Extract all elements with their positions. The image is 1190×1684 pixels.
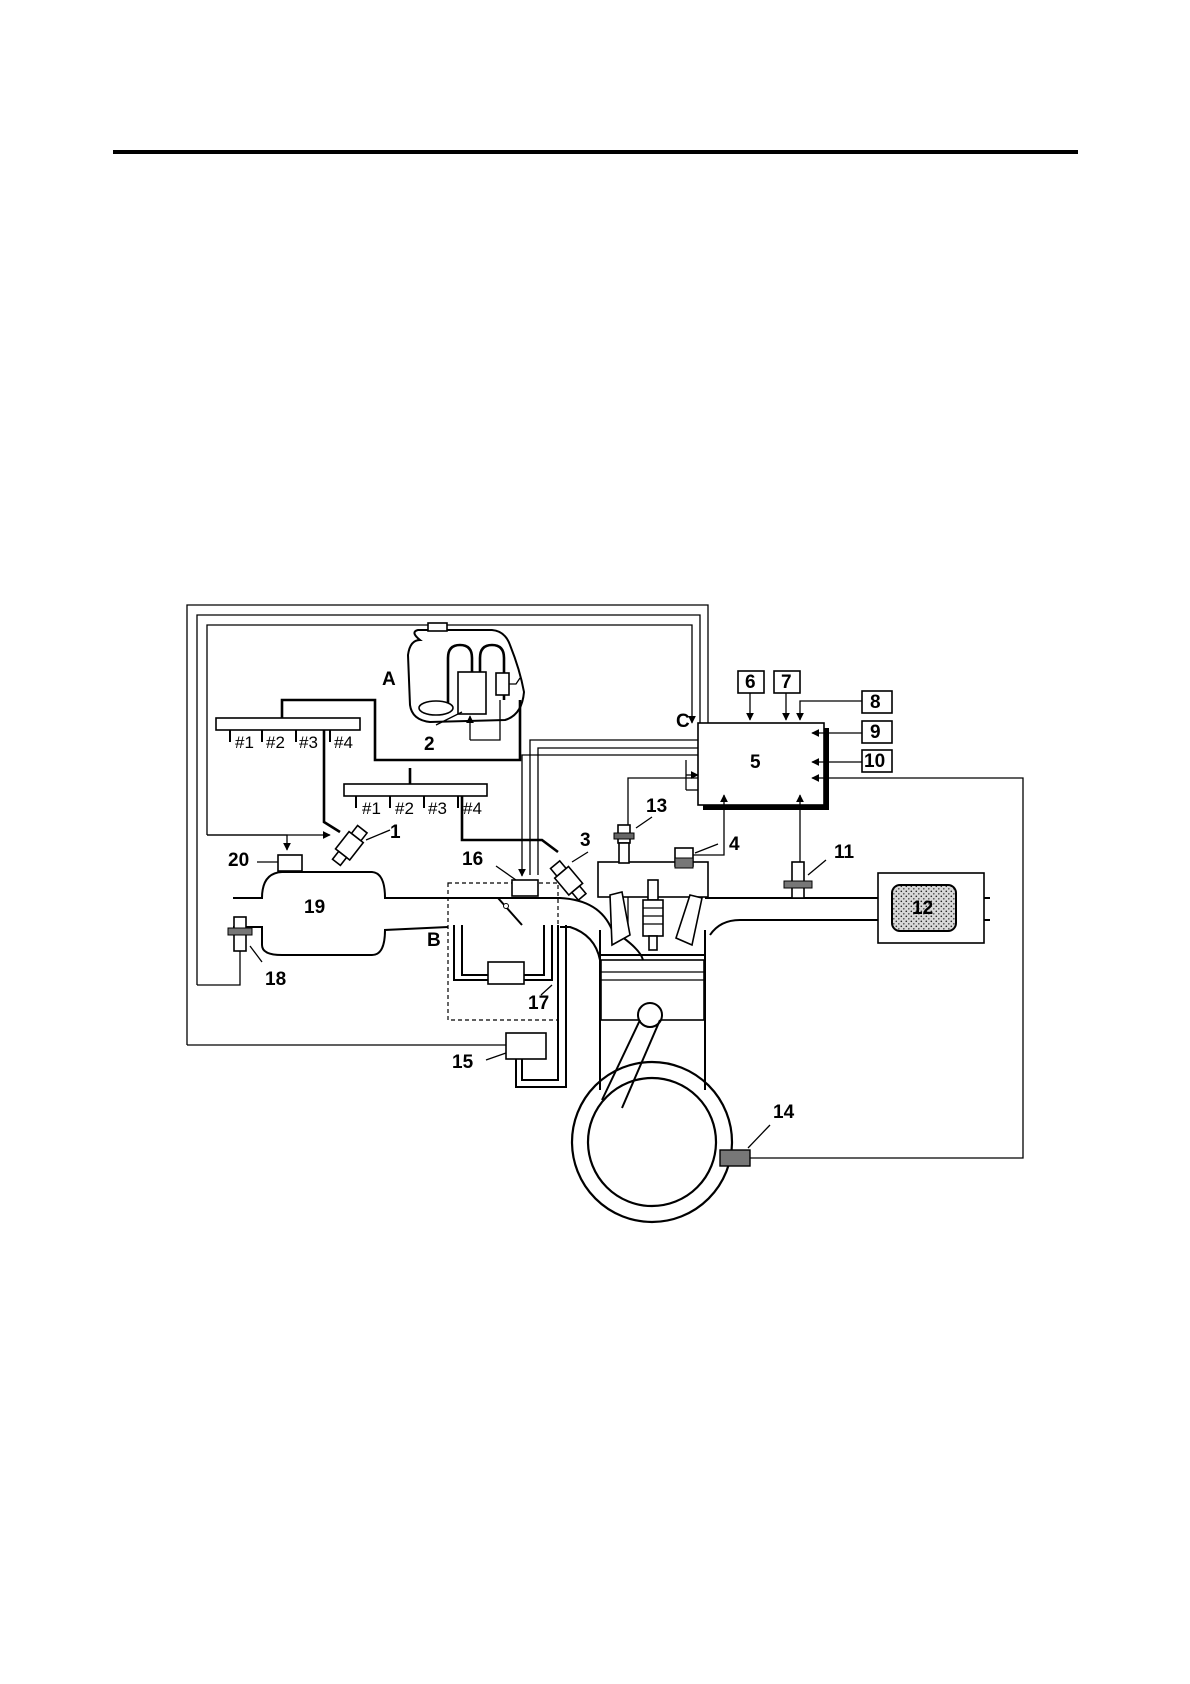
fuel-filter <box>419 701 453 715</box>
callout-13: 13 <box>646 796 667 817</box>
callout-11: 11 <box>834 842 855 863</box>
sensor-13 <box>614 817 652 863</box>
callout-9: 9 <box>870 722 881 743</box>
upper-rail-cyl-3: #3 <box>299 733 318 752</box>
callout-1: 1 <box>390 822 401 843</box>
callout-19: 19 <box>304 897 325 918</box>
callout-12: 12 <box>912 898 933 919</box>
callout-17: 17 <box>528 993 549 1014</box>
callout-2: 2 <box>424 734 435 755</box>
callout-8: 8 <box>870 692 881 713</box>
upper-rail-cyl-2: #2 <box>266 733 285 752</box>
fuel-pump <box>458 672 486 714</box>
fuel-tank-A <box>408 623 524 740</box>
upper-rail-cyl-1: #1 <box>235 733 254 752</box>
label-C: C <box>676 711 690 732</box>
sensor-16 <box>512 880 538 896</box>
lower-rail-cyl-1: #1 <box>362 799 381 818</box>
callout-15: 15 <box>452 1052 474 1073</box>
sensor-14 <box>720 1125 770 1166</box>
tank-cap <box>428 623 447 631</box>
callout-18: 18 <box>265 969 286 990</box>
callout-4: 4 <box>729 834 740 855</box>
callout-3: 3 <box>580 830 591 851</box>
injector-3 <box>548 852 589 903</box>
upper-rail-cyl-4: #4 <box>334 733 353 752</box>
sensor-18 <box>228 917 262 962</box>
callout-16: 16 <box>462 849 483 870</box>
lower-rail-cyl-4: #4 <box>463 799 482 818</box>
lower-rail-cyl-3: #3 <box>428 799 447 818</box>
callout-5: 5 <box>750 752 761 773</box>
callout-6: 6 <box>745 672 756 693</box>
label-A: A <box>382 669 396 690</box>
callout-7: 7 <box>781 672 792 693</box>
callout-10: 10 <box>864 751 885 772</box>
callout-14: 14 <box>773 1102 795 1123</box>
lower-rail-cyl-2: #2 <box>395 799 414 818</box>
sensor-20 <box>278 855 302 871</box>
sensor-11 <box>784 860 826 898</box>
callout-20: 20 <box>228 850 249 871</box>
label-B: B <box>427 930 441 951</box>
